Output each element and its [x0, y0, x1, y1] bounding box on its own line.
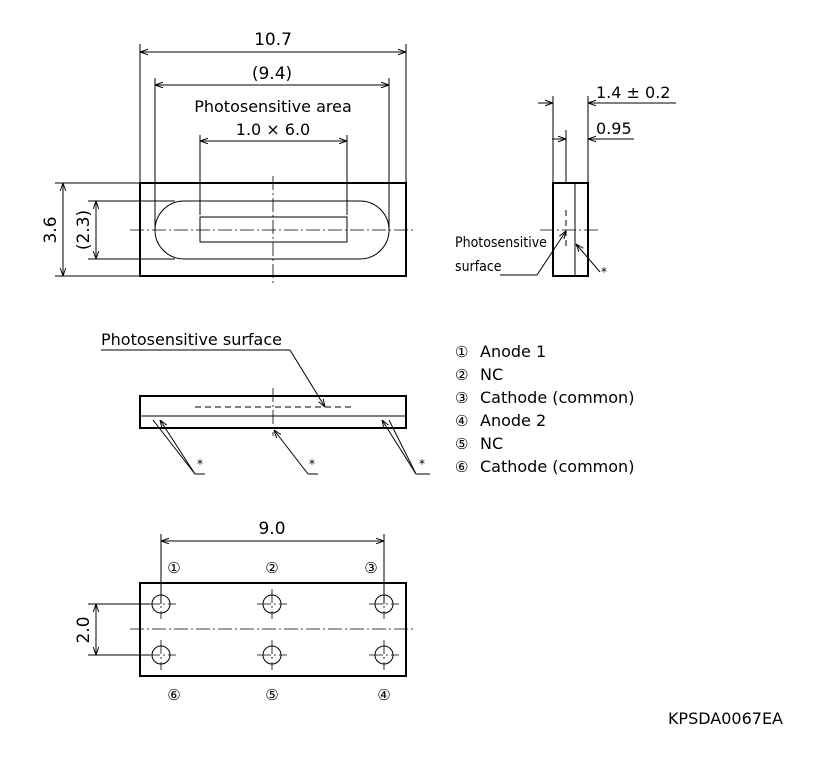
pin-pitch-label: 9.0	[258, 519, 285, 539]
asterisk-note: *	[419, 457, 425, 471]
pad-pin-3	[369, 589, 399, 619]
pin-symbol: ⑤	[455, 435, 468, 453]
legend-item: ③ Cathode (common)	[455, 388, 634, 407]
photosensitive-area-size: 1.0 × 6.0	[236, 120, 310, 139]
legend-item: ⑥ Cathode (common)	[455, 457, 634, 476]
legend-item: ② NC	[455, 365, 503, 384]
side-view: 1.4 ± 0.2 0.95 Photosensitive surface *	[455, 83, 676, 279]
leader-arrow-surface	[289, 349, 325, 407]
pin-legend: ① Anode 1 ② NC ③ Cathode (common) ④ Anod…	[455, 342, 634, 476]
leader-arrow-right	[382, 420, 417, 475]
photosensitive-area-title: Photosensitive area	[194, 97, 352, 116]
pin-name: NC	[480, 434, 503, 453]
pad-pin-1	[146, 589, 176, 619]
pin-name: Cathode (common)	[480, 388, 634, 407]
leader-arrow-left	[160, 420, 196, 475]
pad-pin-6	[146, 640, 176, 670]
surface-label: Photosensitive surface	[101, 330, 282, 349]
thickness-label: 1.4 ± 0.2	[596, 83, 670, 102]
overall-width-label: 10.7	[254, 30, 292, 50]
asterisk-note: *	[601, 265, 607, 279]
drawing-code: KPSDA0067EA	[668, 709, 783, 728]
leader-arrow-center	[274, 430, 309, 475]
pin-number: ②	[265, 559, 278, 577]
package-body-side	[552, 182, 589, 277]
surface-label-line1: Photosensitive	[455, 235, 547, 251]
pin-number: ①	[167, 559, 180, 577]
asterisk-note: *	[197, 457, 203, 471]
overall-height-label: 3.6	[41, 216, 61, 243]
pin-name: NC	[480, 365, 503, 384]
pin-symbol: ③	[455, 389, 468, 407]
pin-name: Anode 2	[480, 411, 546, 430]
leader-arrow-surface	[536, 231, 566, 276]
pin-symbol: ①	[455, 343, 468, 361]
top-view: 10.7 (9.4) Photosensitive area 1.0 × 6.0…	[41, 30, 416, 284]
pin-symbol: ④	[455, 412, 468, 430]
pin-number: ⑥	[167, 686, 180, 704]
legend-item: ④ Anode 2	[455, 411, 546, 430]
pin-symbol: ②	[455, 366, 468, 384]
pin-name: Anode 1	[480, 342, 546, 361]
package-body-bottom	[139, 582, 407, 677]
surface-depth-label: 0.95	[596, 119, 632, 138]
front-view: Photosensitive surface * * *	[101, 330, 430, 475]
window-height-label: (2.3)	[74, 210, 94, 250]
leader-arrow-asterisk	[576, 244, 601, 273]
legend-item: ⑤ NC	[455, 434, 503, 453]
leader-line	[152, 419, 196, 475]
pad-pin-2	[257, 589, 287, 619]
pad-pin-4	[369, 640, 399, 670]
pad-pin-5	[257, 640, 287, 670]
surface-label-line2: surface	[455, 259, 502, 275]
leader-line	[388, 419, 417, 475]
pin-number: ③	[364, 559, 377, 577]
pin-name: Cathode (common)	[480, 457, 634, 476]
bottom-view: 9.0 ① ② ③	[74, 519, 416, 704]
pin-number: ④	[377, 686, 390, 704]
pin-number: ⑤	[265, 686, 278, 704]
photosensitive-area	[199, 216, 348, 243]
row-spacing-label: 2.0	[74, 616, 94, 643]
window-width-label: (9.4)	[252, 64, 292, 84]
pin-symbol: ⑥	[455, 458, 468, 476]
asterisk-note: *	[309, 457, 315, 471]
legend-item: ① Anode 1	[455, 342, 546, 361]
